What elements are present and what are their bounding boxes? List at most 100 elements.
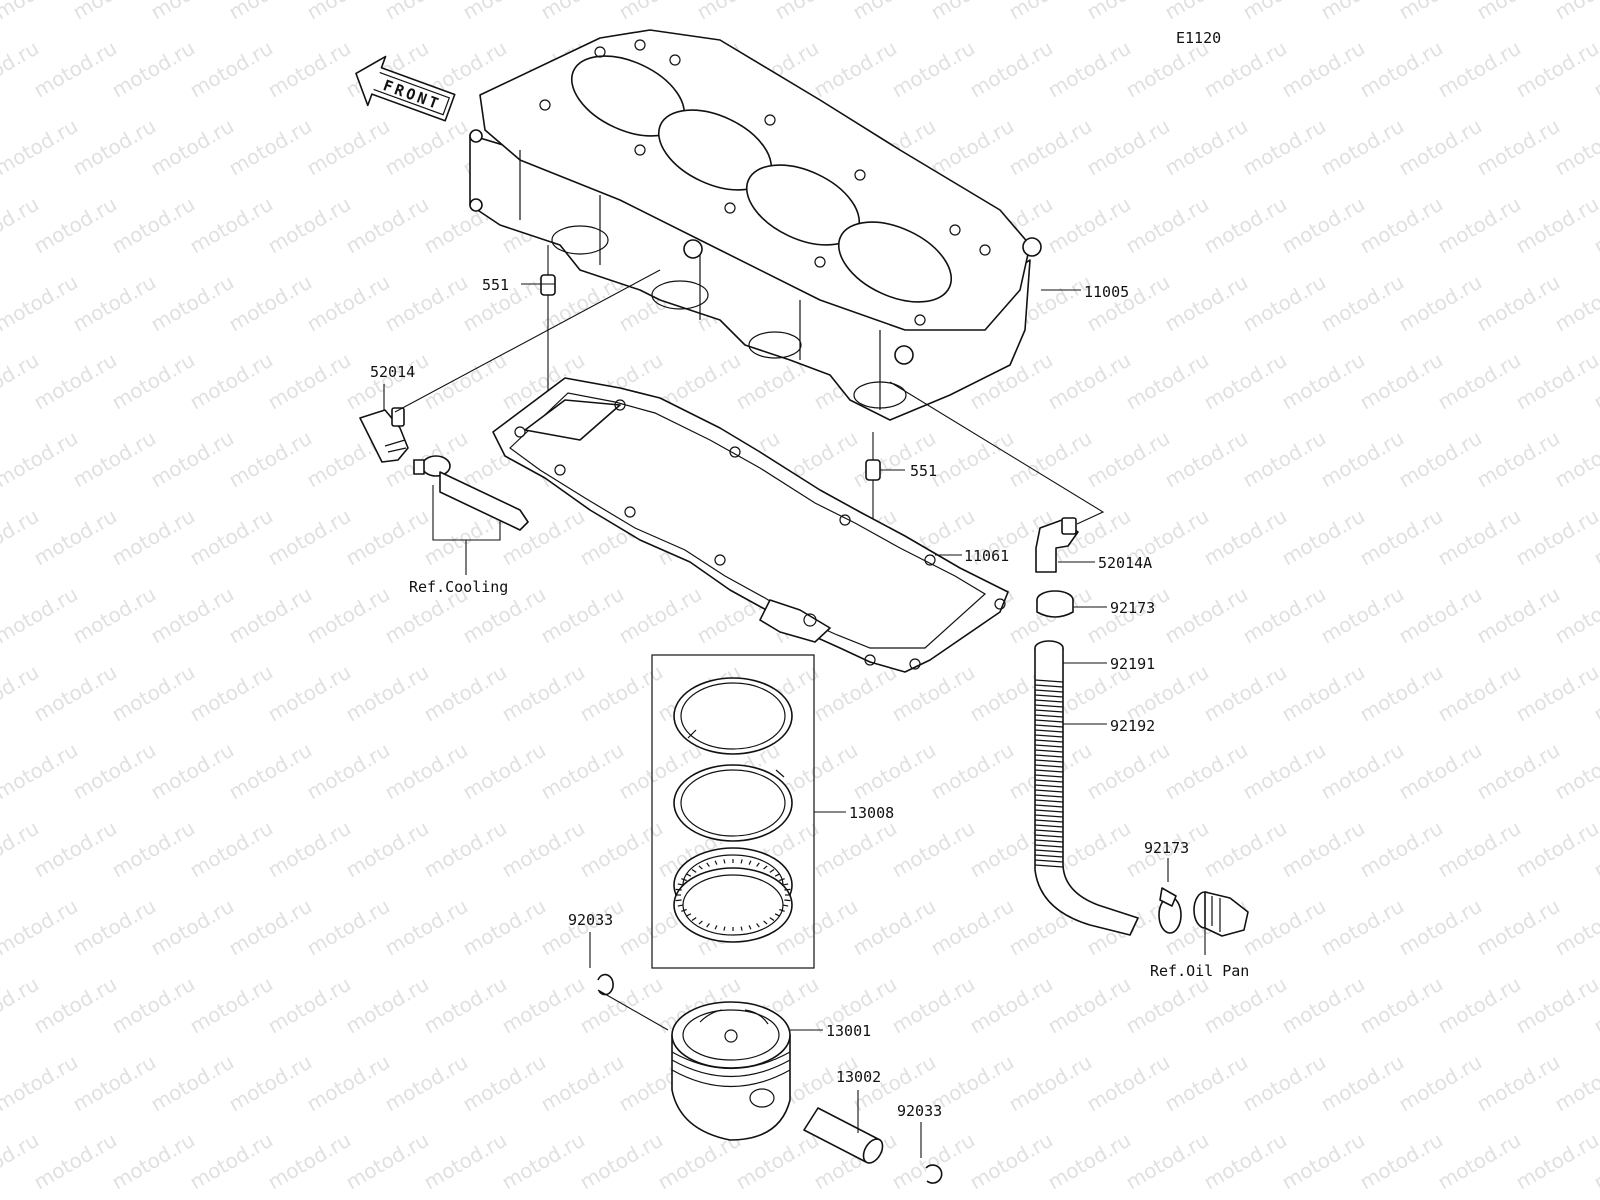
watermark-text: motod.ru xyxy=(1395,114,1486,181)
watermark-text: motod.ru xyxy=(1434,192,1525,259)
watermark-text: motod.ru xyxy=(0,582,82,649)
callout-circlip-right: 92033 xyxy=(897,1102,942,1120)
watermark-text: motod.ru xyxy=(1512,348,1600,415)
watermark-text: motod.ru xyxy=(849,894,940,961)
watermark-text: motod.ru xyxy=(381,1050,472,1117)
watermark-text: motod.ru xyxy=(1200,972,1291,1039)
watermark-text: motod.ru xyxy=(1083,426,1174,493)
callout-hose-top: 92191 xyxy=(1110,655,1155,673)
hose-clamp-lower xyxy=(1158,887,1182,934)
watermark-text: motod.ru xyxy=(1395,270,1486,337)
watermark-text: motod.ru xyxy=(1512,972,1600,1039)
watermark-text: motod.ru xyxy=(1200,816,1291,883)
watermark-text: motod.ru xyxy=(1044,972,1135,1039)
watermark-text: motod.ru xyxy=(30,36,121,103)
hose-clamp-upper xyxy=(1036,590,1074,618)
watermark-text: motod.ru xyxy=(108,348,199,415)
watermark-text: motod.ru xyxy=(615,582,706,649)
watermark-text: motod.ru xyxy=(459,894,550,961)
watermark-text: motod.ru xyxy=(1005,1050,1096,1117)
fitting-right-leader xyxy=(889,381,1105,525)
watermark-text: motod.ru xyxy=(69,426,160,493)
watermark-text: motod.ru xyxy=(264,1128,355,1195)
watermark-text: motod.ru xyxy=(1434,504,1525,571)
watermark-text: motod.ru xyxy=(225,894,316,961)
dowel-pin-upper xyxy=(540,274,556,296)
callout-hose-lower: 92192 xyxy=(1110,717,1155,735)
watermark-text: motod.ru xyxy=(1434,348,1525,415)
oil-pan-fitting xyxy=(1193,891,1249,937)
watermark-text: motod.ru xyxy=(381,738,472,805)
piston-ring-second xyxy=(673,764,793,842)
watermark-text: motod.ru xyxy=(459,738,550,805)
watermark-text: motod.ru xyxy=(576,660,667,727)
watermark-text: motod.ru xyxy=(1083,738,1174,805)
watermark-text: motod.ru xyxy=(0,114,82,181)
watermark-text: motod.ru xyxy=(1239,426,1330,493)
watermark-text: motod.ru xyxy=(1551,0,1600,24)
watermark-text: motod.ru xyxy=(147,738,238,805)
watermark-text: motod.ru xyxy=(537,1050,628,1117)
watermark-text: motod.ru xyxy=(1356,36,1447,103)
watermark-text: motod.ru xyxy=(1473,582,1564,649)
watermark-text: motod.ru xyxy=(1551,738,1600,805)
watermark-text: motod.ru xyxy=(342,972,433,1039)
watermark-text: motod.ru xyxy=(225,738,316,805)
watermark-text: motod.ru xyxy=(342,504,433,571)
watermark-text: motod.ru xyxy=(1473,894,1564,961)
watermark-text: motod.ru xyxy=(849,738,940,805)
watermark-text: motod.ru xyxy=(264,816,355,883)
watermark-text: motod.ru xyxy=(1473,114,1564,181)
watermark-text: motod.ru xyxy=(576,816,667,883)
watermark-text: motod.ru xyxy=(147,270,238,337)
watermark-text: motod.ru xyxy=(927,894,1018,961)
watermark-text: motod.ru xyxy=(1551,1050,1600,1117)
watermark-text: motod.ru xyxy=(225,114,316,181)
watermark-text: motod.ru xyxy=(1356,1128,1447,1195)
watermark-text: motod.ru xyxy=(420,1128,511,1195)
circlip-left xyxy=(597,973,614,996)
watermark-text: motod.ru xyxy=(1317,426,1408,493)
watermark-text: motod.ru xyxy=(30,504,121,571)
watermark-text: motod.ru xyxy=(342,1128,433,1195)
watermark-text: motod.ru xyxy=(1239,270,1330,337)
ref-oil-pan: Ref.Oil Pan xyxy=(1150,962,1249,980)
watermark-text: motod.ru xyxy=(147,114,238,181)
watermark-text: motod.ru xyxy=(1044,192,1135,259)
watermark-text: motod.ru xyxy=(342,816,433,883)
callout-ring-set: 13008 xyxy=(849,804,894,822)
watermark-text: motod.ru xyxy=(303,894,394,961)
watermark-text: motod.ru xyxy=(888,972,979,1039)
watermark-text: motod.ru xyxy=(1434,1128,1525,1195)
watermark-text: motod.ru xyxy=(303,738,394,805)
watermark-text: motod.ru xyxy=(69,582,160,649)
watermark-text: motod.ru xyxy=(498,1128,589,1195)
watermark-text: motod.ru xyxy=(69,114,160,181)
callout-circlip-left: 92033 xyxy=(568,911,613,929)
watermark-text: motod.ru xyxy=(1356,192,1447,259)
watermark-text: motod.ru xyxy=(1161,426,1252,493)
watermark-text: motod.ru xyxy=(1044,348,1135,415)
watermark-text: motod.ru xyxy=(1317,270,1408,337)
watermark-text: motod.ru xyxy=(1356,816,1447,883)
watermark-text: motod.ru xyxy=(1239,114,1330,181)
watermark-text: motod.ru xyxy=(186,1128,277,1195)
watermark-text: motod.ru xyxy=(0,1050,82,1117)
watermark-text: motod.ru xyxy=(1512,816,1600,883)
watermark-text: motod.ru xyxy=(1512,504,1600,571)
watermark-text: motod.ru xyxy=(459,1050,550,1117)
watermark-text: motod.ru xyxy=(537,582,628,649)
watermark-text: motod.ru xyxy=(1317,1050,1408,1117)
fitting-left xyxy=(359,407,409,463)
watermark-text: motod.ru xyxy=(1122,972,1213,1039)
watermark-text: motod.ru xyxy=(69,270,160,337)
watermark-text: motod.ru xyxy=(1395,582,1486,649)
watermark-text: motod.ru xyxy=(1239,894,1330,961)
watermark-text: motod.ru xyxy=(0,894,82,961)
watermark-text: motod.ru xyxy=(576,1128,667,1195)
hose xyxy=(1034,640,1139,936)
watermark-text: motod.ru xyxy=(420,816,511,883)
watermark-text: motod.ru xyxy=(1278,660,1369,727)
watermark-text: motod.ru xyxy=(1512,660,1600,727)
watermark-text: motod.ru xyxy=(1551,426,1600,493)
